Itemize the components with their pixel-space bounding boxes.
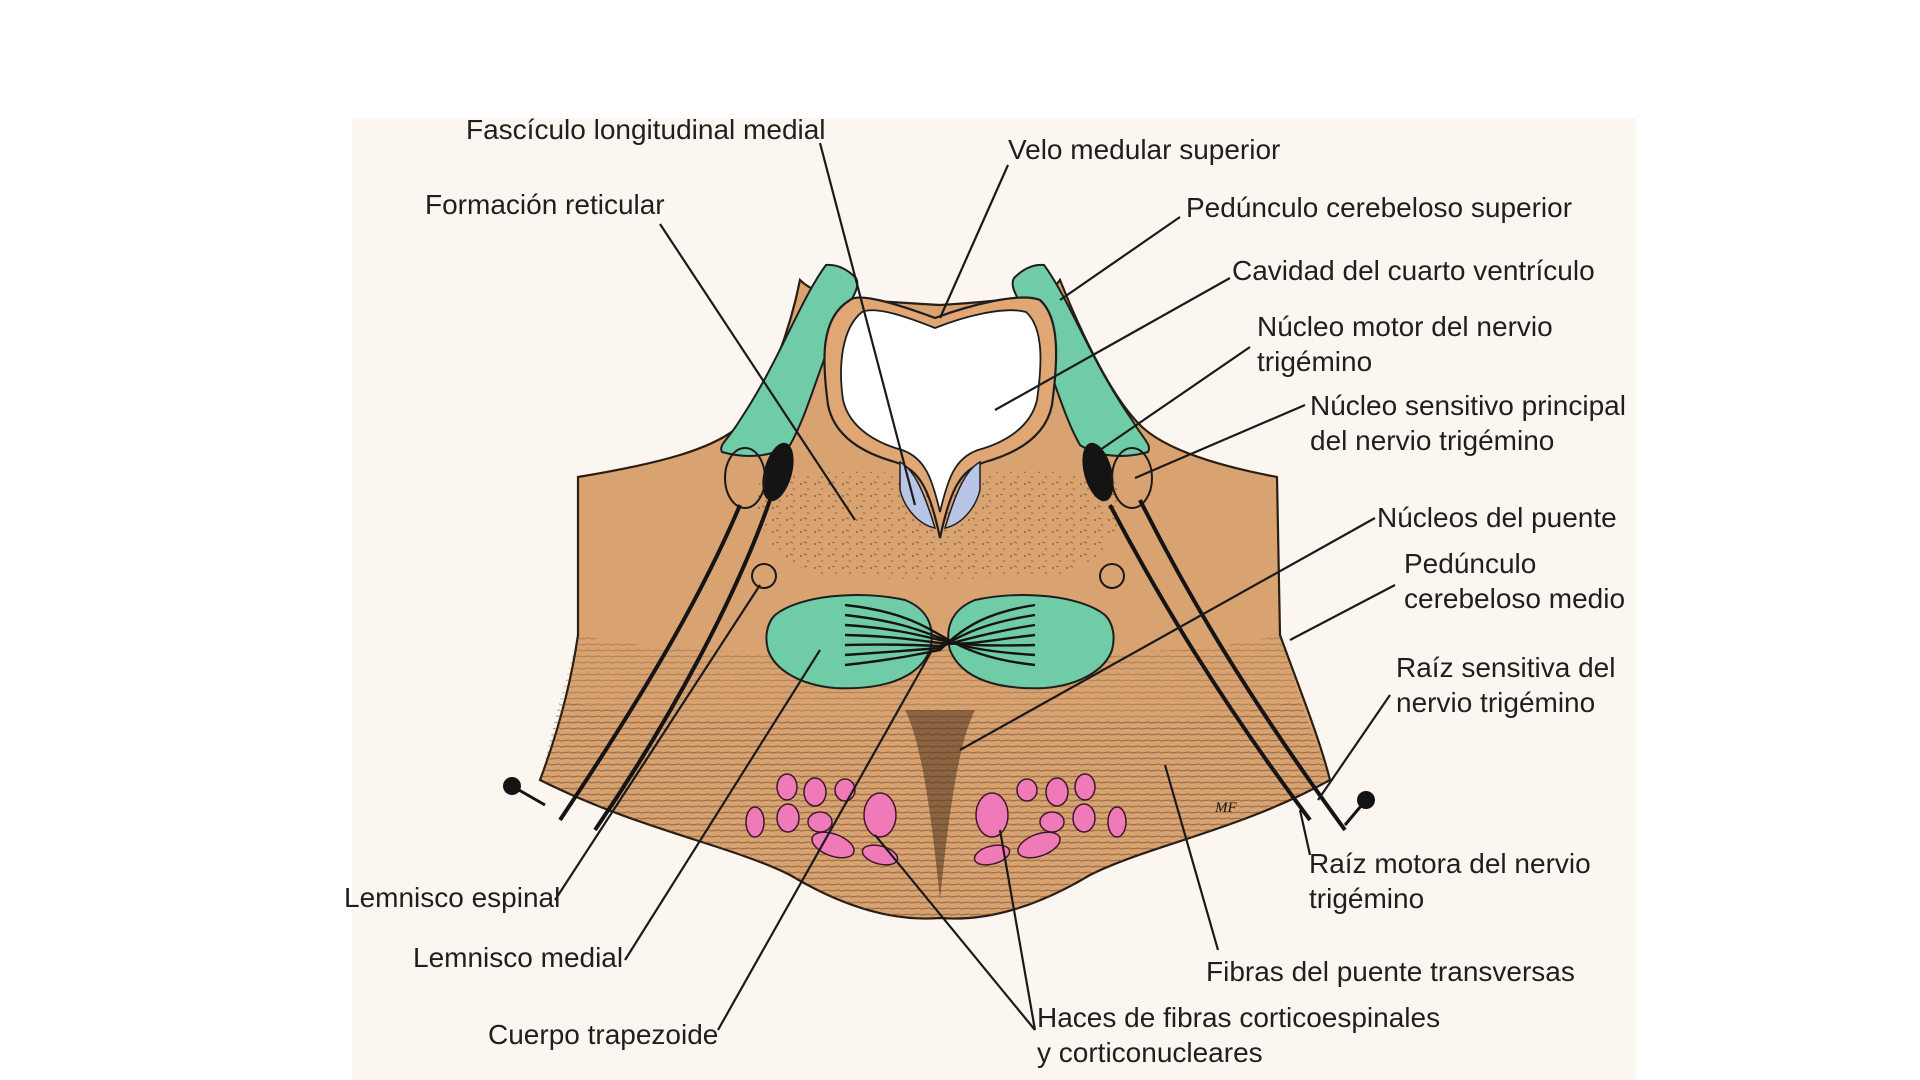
right-trigeminal-motor-nucleus: [1082, 442, 1114, 502]
corticospinal-corticonuclear-bundles: [745, 773, 1127, 866]
leader-fasciculo-longitudinal-medial: [818, 142, 917, 506]
label-cuerpo-trapezoide: Cuerpo trapezoide: [488, 1019, 719, 1050]
left-spinal-lemniscus: [751, 563, 777, 589]
label-lemnisco-medial: Lemnisco medial: [413, 942, 624, 973]
label-raiz-motora-trigemino: Raíz motora del nervio trigémino: [1309, 848, 1591, 914]
left-ganglion-stem: [511, 784, 546, 807]
fourth-ventricle-cavity: [840, 309, 1042, 513]
label-pedunculo-cerebeloso-medio: Pedúnculo cerebeloso medio: [1404, 548, 1626, 614]
label-nucleo-sensitivo-principal: Núcleo sensitivo principal del nervio tr…: [1310, 390, 1626, 456]
right-medial-lemniscus: [947, 594, 1115, 690]
right-medial-longitudinal-fasciculus: [943, 460, 981, 529]
right-spinal-lemniscus: [1099, 563, 1125, 589]
label-cavidad-cuarto-ventriculo: Cavidad del cuarto ventrículo: [1232, 255, 1595, 286]
artist-signature: MF: [1214, 800, 1237, 816]
label-nucleo-motor-trigemino: Núcleo motor del nervio trigémino: [1257, 311, 1553, 377]
pontine-nuclei-band: [905, 710, 975, 900]
label-nucleos-del-puente: Núcleos del puente: [1377, 502, 1617, 533]
left-trigeminal-roots: [558, 499, 772, 832]
label-pedunculo-cerebeloso-superior: Pedúnculo cerebeloso superior: [1186, 192, 1573, 223]
leader-cuerpo-trapezoide: [717, 644, 936, 1031]
label-fasciculo-longitudinal-medial: Fascículo longitudinal medial: [466, 114, 826, 145]
leader-lemnisco-medial: [624, 649, 821, 961]
trapezoid-body-fibers: [844, 603, 1036, 667]
leader-haces-1: [874, 834, 1036, 1031]
leader-nucleo-sensitivo: [1134, 403, 1306, 480]
leader-raiz-motora: [1298, 809, 1312, 856]
label-lemnisco-espinal: Lemnisco espinal: [344, 882, 561, 913]
label-haces-corticoespinales: Haces de fibras corticoespinales y corti…: [1037, 1002, 1441, 1068]
label-velo-medular-superior: Velo medular superior: [1008, 134, 1281, 165]
left-trigeminal-motor-nucleus: [762, 442, 794, 502]
label-fibras-puente-transversas: Fibras del puente transversas: [1206, 956, 1575, 987]
leader-nucleo-motor: [1099, 346, 1251, 451]
leader-lines: [554, 142, 1396, 1031]
left-trigeminal-principal-sensory-nucleus: [724, 447, 766, 509]
leader-cavidad-cuarto-ventriculo: [994, 277, 1231, 411]
right-ganglion-stem: [1343, 799, 1368, 826]
leader-pedunculo-cerebeloso-superior: [1059, 216, 1181, 301]
leader-nucleos-del-puente: [959, 517, 1376, 751]
leader-formacion-reticular: [659, 223, 856, 521]
leader-raiz-sensitiva: [1317, 694, 1391, 801]
right-trigeminal-principal-sensory-nucleus: [1111, 447, 1153, 509]
right-trigeminal-roots: [1108, 499, 1347, 832]
middle-cerebellar-peduncle-fibers: [560, 635, 1300, 721]
leader-fibras-transversas: [1163, 764, 1220, 951]
label-formacion-reticular: Formación reticular: [425, 189, 665, 220]
left-medial-lemniscus: [765, 594, 933, 690]
leader-pedunculo-cerebeloso-medio: [1289, 584, 1396, 641]
leader-haces-2: [998, 829, 1037, 1031]
leader-lemnisco-espinal: [554, 584, 761, 901]
label-raiz-sensitiva-trigemino: Raíz sensitiva del nervio trigémino: [1396, 652, 1616, 718]
leader-velo-medular-superior: [938, 164, 1010, 319]
